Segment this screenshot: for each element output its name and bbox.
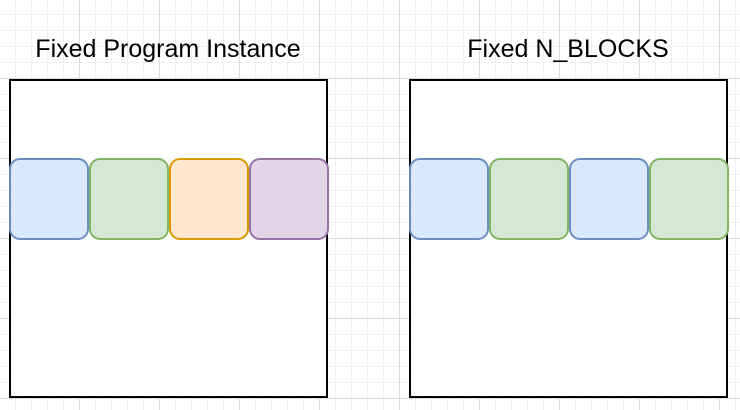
left-block-2-green [89, 158, 169, 240]
left-block-4-purple [249, 158, 329, 240]
right-block-4-green [649, 158, 729, 240]
right-block-3-blue [569, 158, 649, 240]
right-block-1-blue [409, 158, 489, 240]
left-block-3-orange [169, 158, 249, 240]
left-panel-title: Fixed Program Instance [35, 35, 301, 63]
left-block-1-blue [9, 158, 89, 240]
right-block-2-green [489, 158, 569, 240]
right-panel-title: Fixed N_BLOCKS [467, 35, 669, 63]
